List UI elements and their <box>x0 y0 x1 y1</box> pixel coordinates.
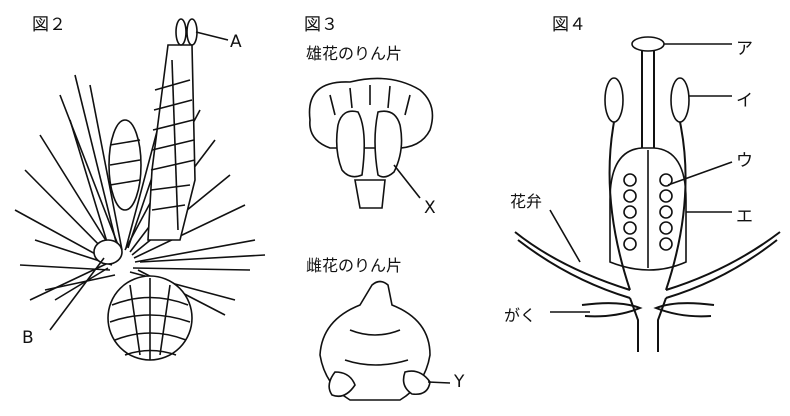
figure-2: 図２ <box>0 0 290 416</box>
label-b: B <box>22 328 34 348</box>
label-y: Y <box>454 372 464 392</box>
scale-illustrations <box>290 0 490 416</box>
figure-4: 図４ ア <box>490 0 790 416</box>
figure-3: 図３ 雄花のりん片 雌花のりん片 X Y <box>290 0 490 416</box>
label-i-katakana: イ <box>736 86 753 111</box>
label-a: A <box>230 32 242 52</box>
petal-label: 花弁 <box>510 188 542 212</box>
label-x: X <box>424 198 436 218</box>
pine-branch-illustration <box>0 0 290 416</box>
label-u-katakana: ウ <box>736 146 753 171</box>
label-a-katakana: ア <box>736 34 753 59</box>
label-e-katakana: エ <box>736 202 753 227</box>
sepal-label: がく <box>504 302 536 326</box>
